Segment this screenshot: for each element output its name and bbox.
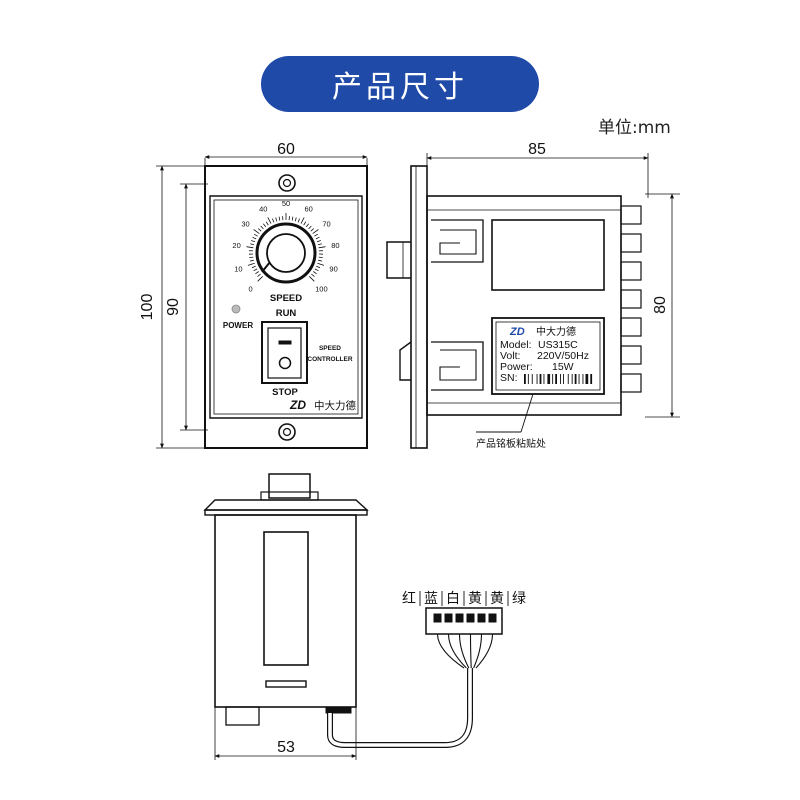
dial-tick-label: 100 — [315, 284, 328, 293]
controller-label-line1: SPEED — [319, 345, 341, 352]
dial-tick-label: 0 — [249, 284, 253, 293]
barcode-bar — [560, 374, 561, 384]
brand-front: 中大力德 — [314, 399, 356, 412]
connector-pin — [477, 613, 486, 623]
speed-label: SPEED — [270, 293, 302, 304]
unit-label: 单位:mm — [598, 118, 671, 138]
nameplate-callout: 产品铭板粘贴处 — [476, 437, 546, 450]
model-value: US315C — [538, 339, 578, 351]
barcode-bar — [547, 374, 551, 384]
dial-tick-label: 20 — [232, 241, 240, 250]
controller-label-line2: CONTROLLER — [307, 356, 352, 363]
side-view — [386, 153, 680, 449]
wire — [447, 633, 467, 669]
barcode-bar — [552, 374, 554, 384]
dial-tick-label: 90 — [329, 265, 337, 274]
dial-tick-label: 70 — [322, 220, 330, 229]
nameplate — [491, 317, 605, 395]
connector-pin — [433, 613, 442, 623]
side-pin — [620, 373, 642, 393]
bottom-texts: 红蓝白黄黄绿 53 — [277, 590, 526, 756]
barcode-bar — [571, 374, 573, 384]
side-pin — [620, 233, 642, 253]
wire-color-label: 蓝 — [424, 591, 438, 607]
front-housing — [204, 165, 368, 449]
wire-color-label: 黄 — [468, 590, 482, 607]
dial-tick-label: 30 — [241, 220, 249, 229]
barcode-bar — [582, 374, 584, 384]
bottom-body — [214, 514, 357, 708]
wire-color-label: 红 — [402, 591, 416, 607]
barcode-bar — [563, 374, 564, 384]
side-pin — [620, 289, 642, 309]
sn-key: SN: — [500, 372, 518, 384]
connector-pin — [466, 613, 475, 623]
side-pin — [620, 317, 642, 337]
barcode-bar — [539, 374, 542, 384]
wire — [458, 633, 470, 669]
side-texts: 85 80 ZD 中大力德 Model: US315C Volt: 220V/5… — [476, 141, 669, 450]
wire — [473, 633, 483, 669]
zd-logo-front: ZD — [289, 398, 306, 412]
run-stop-switch — [261, 321, 308, 384]
barcode — [524, 374, 593, 384]
bottom-view — [203, 473, 503, 760]
barcode-bar — [578, 374, 580, 384]
volt-value: 220V/50Hz — [537, 350, 589, 362]
side-pin — [620, 261, 642, 281]
dial-tick-label: 40 — [259, 204, 267, 213]
brand-plate: 中大力德 — [536, 325, 576, 338]
wire-color-label: 黄 — [490, 590, 504, 607]
dial-tick-label: 50 — [282, 199, 290, 208]
mount-hole-top — [278, 174, 296, 192]
barcode-bar — [536, 374, 538, 384]
barcode-bar — [567, 374, 569, 384]
side-pin — [620, 205, 642, 225]
connector-pin — [455, 613, 464, 623]
speed-dial — [246, 213, 326, 284]
barcode-bar — [585, 374, 589, 384]
barcode-bar — [574, 374, 577, 384]
stop-label: STOP — [272, 387, 298, 398]
barcode-bar — [524, 374, 526, 384]
connector-pin — [444, 613, 453, 623]
power-value: 15W — [552, 361, 574, 373]
side-pin — [620, 345, 642, 365]
wire-connector — [425, 607, 503, 635]
wire-color-label: 绿 — [512, 591, 526, 607]
dial-tick-label: 60 — [305, 204, 313, 213]
wire — [436, 633, 465, 669]
wire-color-label: 白 — [446, 591, 460, 607]
front-inner-height-label: 90 — [165, 298, 182, 316]
dial-tick-label: 80 — [331, 241, 339, 250]
barcode-bar — [531, 374, 533, 384]
barcode-bar — [590, 374, 593, 384]
power-key: Power: — [500, 361, 533, 373]
barcode-bar — [555, 374, 557, 384]
power-led — [231, 304, 241, 314]
model-key: Model: — [500, 339, 532, 351]
barcode-bar — [543, 374, 545, 384]
side-depth-label: 85 — [528, 141, 546, 158]
front-view — [156, 155, 368, 449]
connector-pin — [488, 613, 497, 623]
section-title: 产品尺寸 — [261, 56, 539, 112]
wire — [469, 633, 472, 669]
side-height-label: 80 — [652, 296, 669, 314]
front-width-label: 60 — [277, 141, 295, 158]
front-texts: 60 100 90 0 10 20 30 40 50 60 70 80 90 100 SPEED R… — [139, 141, 356, 412]
zd-logo-plate: ZD — [509, 326, 525, 338]
volt-key: Volt: — [500, 350, 520, 362]
mount-hole-bottom — [278, 423, 296, 441]
dial-tick-label: 10 — [234, 265, 242, 274]
run-label: RUN — [276, 308, 297, 319]
front-outer-height-label: 100 — [139, 294, 156, 321]
barcode-bar — [527, 374, 529, 384]
wire — [475, 633, 494, 669]
power-label: POWER — [223, 321, 253, 330]
bottom-width-label: 53 — [277, 739, 295, 756]
